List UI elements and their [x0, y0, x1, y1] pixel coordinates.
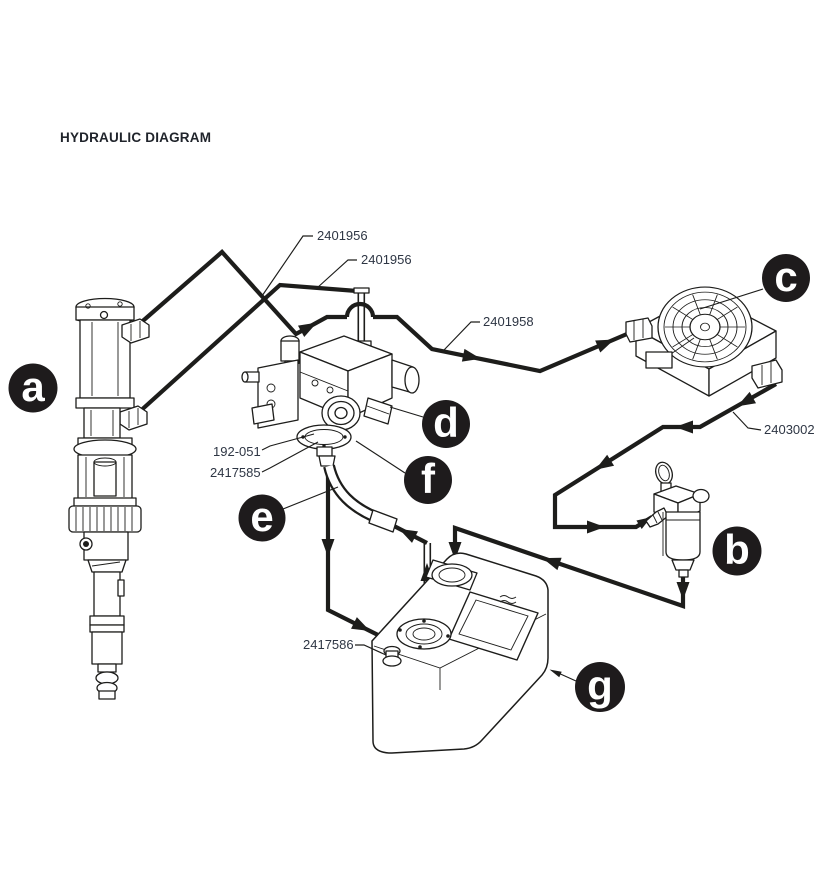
callout-a-letter: a [21, 363, 45, 410]
callout-b: b [712, 526, 762, 576]
callout-f: f [404, 455, 452, 504]
callout-f-letter: f [421, 455, 436, 502]
page-title: HYDRAULIC DIAGRAM [60, 130, 211, 145]
part-number-hose-valve-to-cooler: 2401958 [483, 314, 534, 329]
pump-component [68, 297, 150, 700]
part-number-hose-pump-upper: 2401956 [317, 228, 368, 243]
callout-b-letter: b [724, 526, 750, 573]
part-number-2417586: 2417586 [303, 637, 354, 652]
callout-e: e [238, 493, 286, 542]
callout-c-letter: c [774, 253, 797, 300]
callout-c: c [762, 253, 810, 302]
part-leader-lines [261, 235, 762, 656]
callout-a: a [8, 363, 58, 413]
callout-d: d [422, 399, 470, 448]
hose-pump-upper-line [135, 249, 635, 374]
tank-component [371, 552, 549, 754]
part-number-hose-pump-lower: 2401956 [361, 252, 412, 267]
valve-return-line [325, 467, 401, 648]
part-number-192-051: 192-051 [213, 444, 261, 459]
callout-e-letter: e [250, 493, 273, 540]
hose-cooler-to-filter-line [552, 382, 778, 530]
cooler-component [625, 286, 783, 397]
valve-assembly-component [241, 335, 420, 533]
part-number-hose-cooler-to-filter: 2403002 [764, 422, 815, 437]
filter-component [645, 461, 710, 578]
callout-g: g [575, 662, 625, 712]
callout-d-letter: d [433, 399, 459, 446]
part-number-2417585: 2417585 [210, 465, 261, 480]
flow-arrows [297, 322, 757, 632]
callout-leader-lines [282, 288, 764, 682]
callout-g-letter: g [587, 662, 613, 709]
